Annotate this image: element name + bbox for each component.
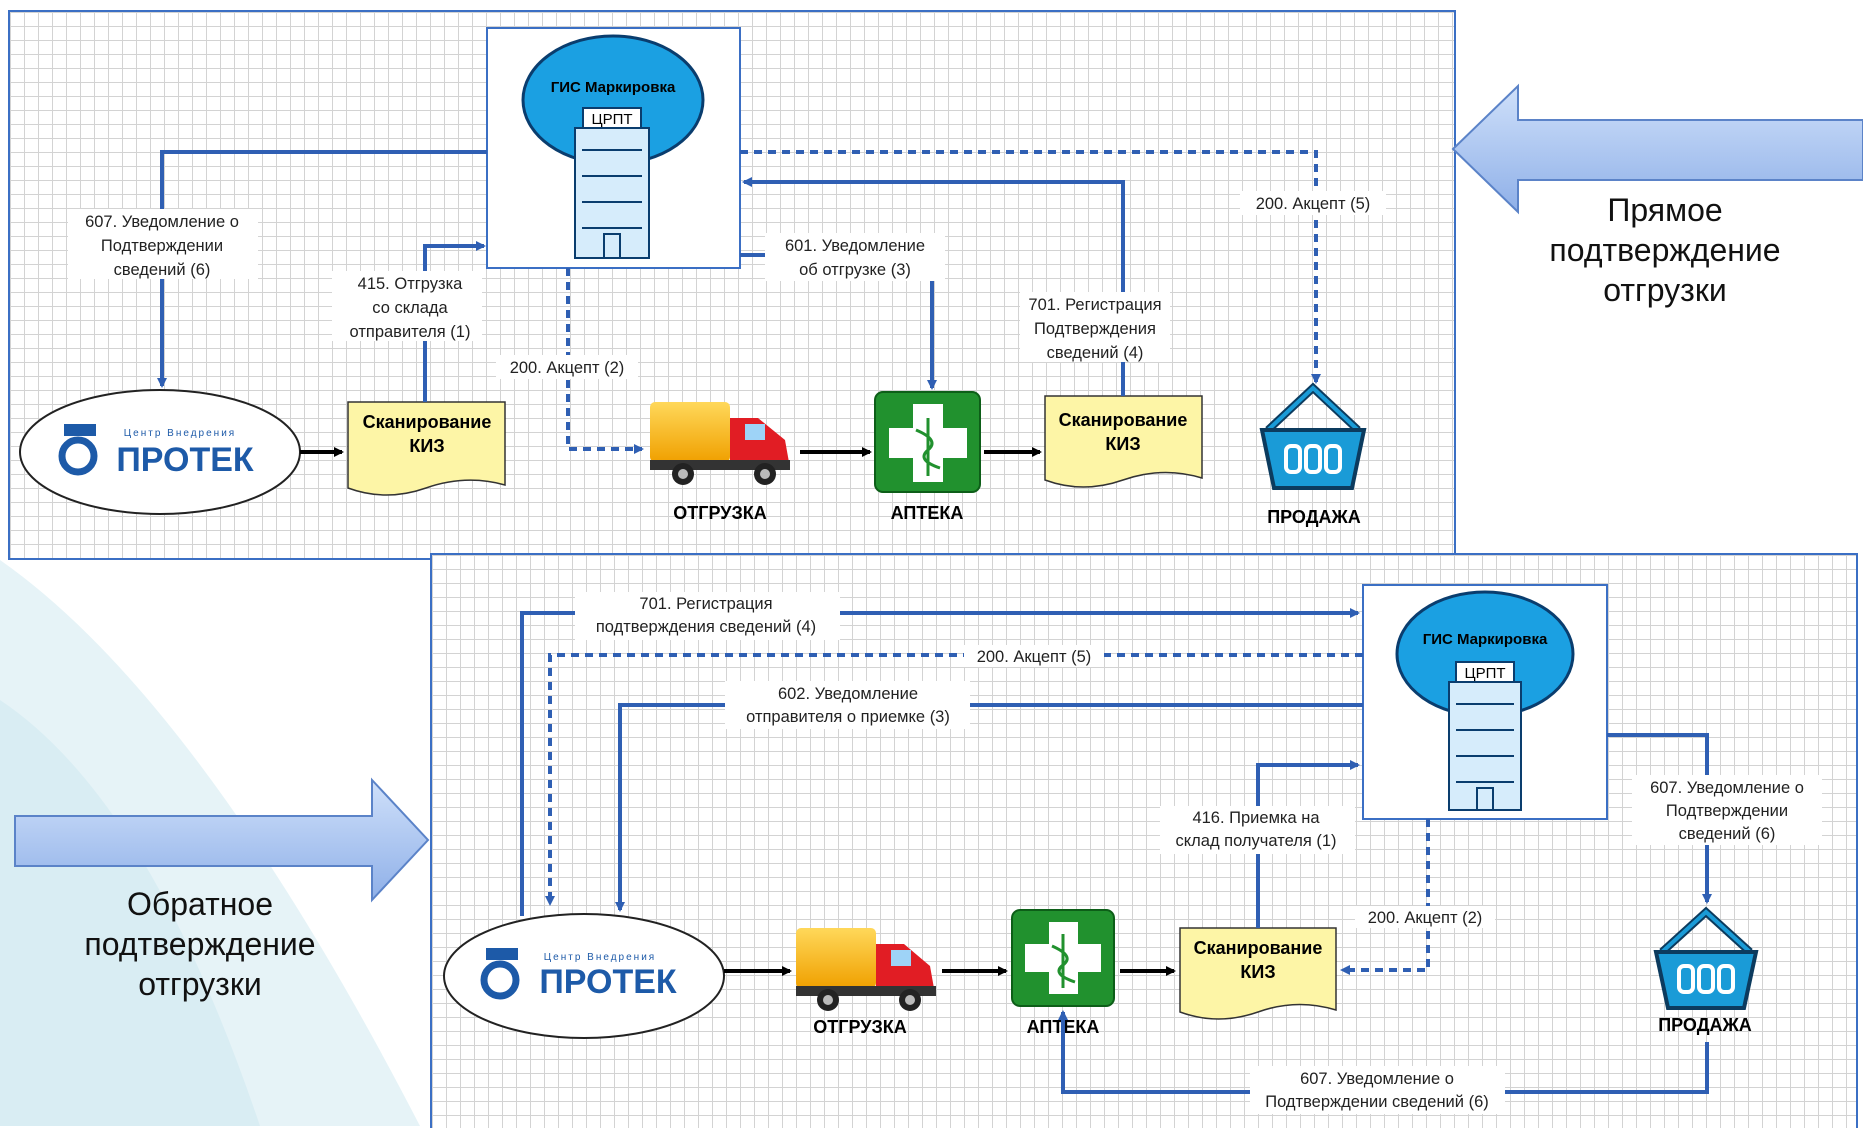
- svg-text:со склада: со склада: [372, 299, 448, 317]
- svg-text:Центр Внедрения: Центр Внедрения: [544, 952, 656, 963]
- arrow-416-bottom: [1256, 760, 1360, 928]
- scan-kiz-top-1: Сканирование КИЗ: [347, 401, 506, 496]
- sale-label-bottom: ПРОДАЖА: [1658, 1015, 1752, 1035]
- gis-title: ГИС Маркировка: [551, 79, 676, 96]
- svg-text:602. Уведомление: 602. Уведомление: [778, 685, 918, 703]
- svg-text:КИЗ: КИЗ: [409, 436, 444, 456]
- svg-text:Сканирование: Сканирование: [363, 412, 492, 432]
- reverse-flow-arrow-icon: [14, 777, 430, 903]
- svg-text:КИЗ: КИЗ: [1240, 962, 1275, 982]
- protek-logo-icon: [58, 424, 98, 476]
- svg-text:701. Регистрация: 701. Регистрация: [639, 595, 772, 613]
- protek-small-text: Центр Внедрения: [124, 428, 236, 439]
- arrow-607-right-bottom: [1607, 733, 1712, 904]
- svg-text:701. Регистрация: 701. Регистрация: [1028, 296, 1161, 314]
- protek-node-bottom: Центр Внедрения ПРОТЕК: [443, 913, 725, 1039]
- svg-text:Сканирование: Сканирование: [1194, 938, 1323, 958]
- label-200-2-top: 200. Акцепт (2): [496, 355, 638, 379]
- label-416-bottom: 416. Приемка на склад получателя (1): [1160, 806, 1355, 854]
- label-415-top: 415. Отгрузка со склада отправителя (1): [332, 271, 482, 341]
- reverse-confirmation-label: Обратное подтверждение отгрузки: [84, 886, 316, 1002]
- svg-text:сведений (4): сведений (4): [1047, 344, 1144, 362]
- protek-logo-icon: [480, 948, 520, 1000]
- svg-text:200. Акцепт (2): 200. Акцепт (2): [510, 359, 625, 377]
- gis-system-top: ЦРПТ ГИС Маркировка: [486, 27, 741, 269]
- svg-text:отправителя о приемке (3): отправителя о приемке (3): [746, 708, 950, 726]
- svg-text:подтверждения сведений (4): подтверждения сведений (4): [596, 618, 816, 636]
- svg-text:416. Приемка на: 416. Приемка на: [1192, 809, 1320, 827]
- svg-text:ЦРПТ: ЦРПТ: [1464, 665, 1505, 682]
- svg-text:склад получателя (1): склад получателя (1): [1175, 832, 1336, 850]
- arrow-200-5-top: [740, 150, 1321, 384]
- basket-icon-bottom: [1653, 906, 1759, 1010]
- label-701-bottom: 701. Регистрация подтверждения сведений …: [575, 592, 840, 640]
- truck-icon-top: [650, 402, 790, 485]
- svg-text:Сканирование: Сканирование: [1059, 410, 1188, 430]
- truck-label-top: ОТГРУЗКА: [673, 503, 766, 523]
- svg-text:ГИС Маркировка: ГИС Маркировка: [1423, 631, 1548, 648]
- label-200-5-top: 200. Акцепт (5): [1240, 191, 1386, 215]
- arrow-415-top: [423, 241, 486, 402]
- svg-text:Подтверждении сведений (6): Подтверждении сведений (6): [1265, 1093, 1489, 1111]
- arrow-200-2-top: [566, 268, 644, 454]
- scan-kiz-top-2: Сканирование КИЗ: [1044, 395, 1203, 488]
- truck-label-bottom: ОТГРУЗКА: [813, 1017, 906, 1037]
- sale-label-top: ПРОДАЖА: [1267, 507, 1361, 527]
- svg-text:Подтверждения: Подтверждения: [1034, 320, 1156, 338]
- truck-icon-bottom: [796, 928, 936, 1011]
- direct-flow-arrow-icon: [1451, 83, 1863, 215]
- svg-text:сведений (6): сведений (6): [1679, 825, 1776, 843]
- basket-icon-top: [1259, 382, 1367, 490]
- svg-text:200. Акцепт (2): 200. Акцепт (2): [1368, 909, 1483, 927]
- svg-text:сведений (6): сведений (6): [114, 261, 211, 279]
- pharmacy-label-top: АПТЕКА: [891, 503, 964, 523]
- svg-text:Подтверждении: Подтверждении: [101, 237, 223, 255]
- svg-text:отправителя (1): отправителя (1): [350, 323, 471, 341]
- svg-text:КИЗ: КИЗ: [1105, 434, 1140, 454]
- svg-text:601. Уведомление: 601. Уведомление: [785, 237, 925, 255]
- arrow-602-bottom: [615, 703, 1363, 912]
- label-607-bottom: 607. Уведомление о Подтверждении сведени…: [1250, 1066, 1505, 1114]
- label-607-top: 607. Уведомление о Подтверждении сведени…: [68, 209, 258, 279]
- scan-kiz-bottom: Сканирование КИЗ: [1179, 927, 1337, 1020]
- svg-text:607. Уведомление о: 607. Уведомление о: [1650, 779, 1804, 797]
- reverse-flow-panel: [430, 553, 1858, 1128]
- gis-sub-label: ЦРПТ: [591, 111, 632, 128]
- gis-system-bottom: ЦРПТ ГИС Маркировка: [1362, 584, 1608, 820]
- svg-text:Подтверждении: Подтверждении: [1666, 802, 1788, 820]
- pharmacy-icon-bottom: [1011, 909, 1115, 1007]
- arrow-701-bottom: [520, 608, 1360, 916]
- svg-text:607. Уведомление о: 607. Уведомление о: [85, 213, 239, 231]
- svg-text:200. Акцепт (5): 200. Акцепт (5): [1256, 195, 1371, 213]
- svg-text:об отгрузке (3): об отгрузке (3): [799, 261, 911, 279]
- direct-confirmation-label: Прямое подтверждение отгрузки: [1549, 192, 1781, 308]
- protek-brand-text: ПРОТЕК: [116, 441, 254, 479]
- label-607-right-bottom: 607. Уведомление о Подтверждении сведени…: [1632, 775, 1822, 845]
- svg-text:607. Уведомление о: 607. Уведомление о: [1300, 1070, 1454, 1088]
- pharmacy-icon-top: [874, 391, 981, 493]
- label-602-bottom: 602. Уведомление отправителя о приемке (…: [725, 681, 970, 729]
- label-701-top: 701. Регистрация Подтверждения сведений …: [1020, 292, 1170, 362]
- label-200-5-bottom: 200. Акцепт (5): [964, 645, 1104, 667]
- label-200-2-bottom: 200. Акцепт (2): [1355, 906, 1495, 928]
- label-601-top: 601. Уведомление об отгрузке (3): [765, 233, 945, 281]
- protek-node-top: Центр Внедрения ПРОТЕК: [19, 389, 301, 515]
- svg-text:ПРОТЕК: ПРОТЕК: [539, 963, 677, 1001]
- arrow-607-top: [157, 150, 487, 388]
- svg-text:200. Акцепт (5): 200. Акцепт (5): [977, 648, 1092, 666]
- svg-text:415. Отгрузка: 415. Отгрузка: [358, 275, 463, 293]
